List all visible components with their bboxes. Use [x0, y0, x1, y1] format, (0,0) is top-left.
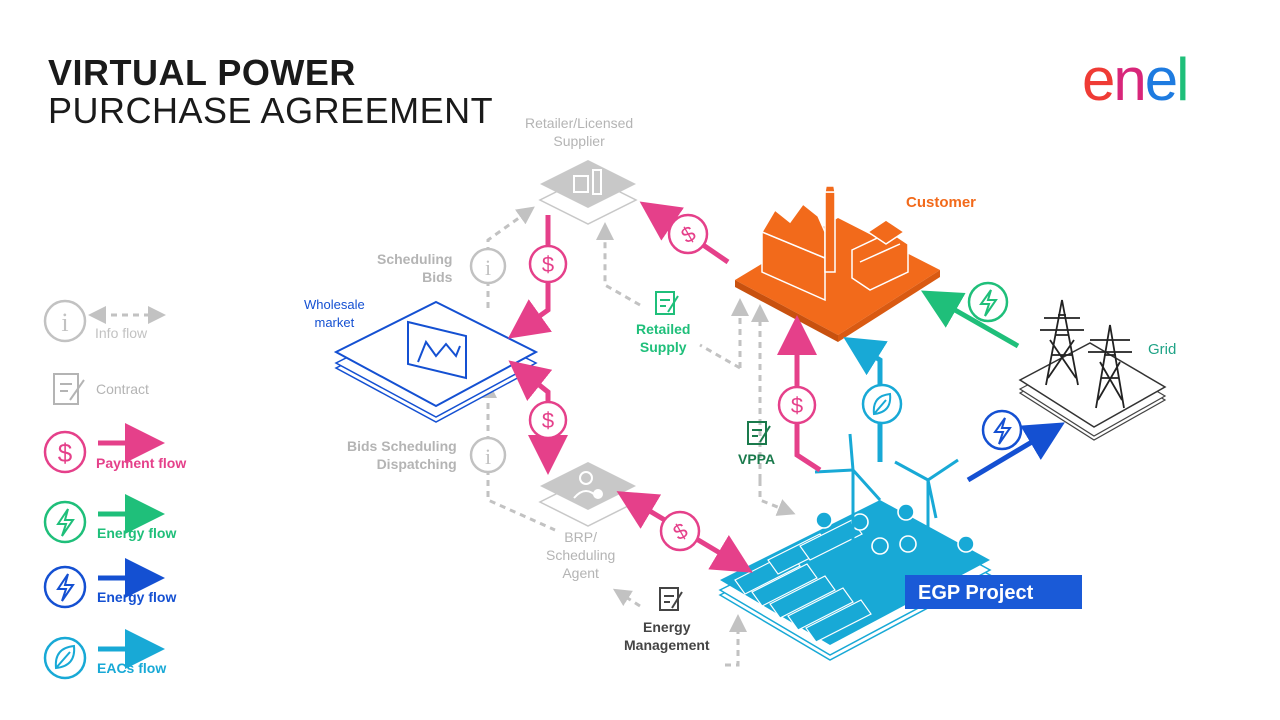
person-icon [579, 471, 593, 485]
svg-text:i: i [485, 255, 491, 280]
bids-scheduling-line1: Bids Scheduling [347, 438, 457, 454]
energy-management-label: Energy Management [624, 618, 710, 654]
eacs-icon [861, 383, 903, 425]
customer-label: Customer [906, 194, 977, 211]
svg-text:$: $ [542, 408, 554, 433]
wind-turbine-icon [814, 433, 959, 570]
brp-label-line2: Scheduling [546, 547, 616, 563]
info-icon-2: i [469, 436, 507, 474]
retailer-label-line2: Supplier [553, 133, 605, 149]
brp-label-line3: Agent [562, 565, 599, 581]
page-title-line2: PURCHASE AGREEMENT [48, 90, 494, 131]
legend-contract: Contract [96, 381, 149, 397]
retailed-supply-label: Retailed Supply [636, 320, 690, 356]
grid-node [1018, 299, 1167, 441]
scheduling-bids-label: Scheduling Bids [377, 250, 452, 286]
info-flow-arrows [479, 206, 796, 667]
market-chart-icon [407, 320, 467, 380]
egp-project-label: EGP Project [918, 582, 1034, 604]
tree-icon [815, 503, 975, 555]
legend-graphics: i $ [43, 299, 166, 680]
legend-eacs-icon [43, 629, 165, 680]
eacs-flow-arrow [843, 337, 888, 462]
svg-text:enel: enel [1082, 46, 1187, 113]
energy-flow-blue-arrow [966, 422, 1065, 483]
wholesale-label-line2: market [314, 315, 355, 330]
legend-energy-green-icon [43, 494, 165, 544]
legend-eacs-flow: EACs flow [97, 660, 167, 676]
retailer-label: Retailer/Licensed Supplier [525, 114, 633, 150]
contract-icon-energy-mgmt [659, 587, 683, 611]
enel-logo: enel [1082, 46, 1189, 113]
contract-icon-retailed [655, 291, 679, 315]
svg-text:$: $ [791, 393, 803, 418]
transmission-tower-icon [1040, 299, 1132, 409]
brp-label: BRP/ Scheduling Agent [546, 528, 615, 582]
scheduling-bids-line1: Scheduling [377, 251, 453, 267]
svg-text:$: $ [58, 438, 73, 468]
bids-scheduling-label: Bids Scheduling Dispatching [347, 437, 457, 473]
svg-text:i: i [485, 444, 491, 469]
egp-label-bg [905, 575, 1082, 609]
wholesale-market-node [333, 300, 539, 423]
legend-energy-flow-blue: Energy flow [97, 589, 177, 605]
legend-info-flow: Info flow [95, 325, 148, 341]
brp-node [538, 462, 638, 527]
scheduling-bids-line2: Bids [422, 269, 453, 285]
legend-energy-flow-green: Energy flow [97, 525, 177, 541]
legend-payment-icon: $ [43, 423, 165, 474]
grid-label: Grid [1148, 341, 1177, 358]
legend-info-icon: i [43, 299, 166, 343]
energy-management-line1: Energy [643, 619, 691, 635]
solar-panel-icon [734, 519, 872, 643]
info-icon-1: i [469, 247, 507, 285]
payment-icon-4: $ [659, 510, 701, 552]
payment-icon-1: $ [528, 244, 568, 284]
svg-text:$: $ [542, 252, 554, 277]
wholesale-label-line1: Wholesale [304, 297, 365, 312]
retailer-label-line1: Retailer/Licensed [525, 115, 634, 131]
payment-icon-2: $ [528, 400, 568, 440]
retailed-supply-line2: Supply [639, 339, 687, 355]
retailed-supply-line1: Retailed [636, 321, 691, 337]
energy-flow-green-arrow [920, 290, 1020, 349]
energy-blue-icon [981, 409, 1023, 451]
energy-green-icon [967, 281, 1009, 323]
plug-icon [573, 175, 589, 193]
legend-contract-icon [53, 373, 85, 405]
payment-icon-5: $ [777, 385, 817, 425]
svg-text:i: i [61, 308, 68, 337]
retailer-node [538, 160, 638, 225]
contract-icon-vppa [747, 421, 771, 445]
payment-icon-3: $ [667, 213, 709, 255]
page-title-line1: VIRTUAL POWER [48, 52, 356, 93]
customer-factory [735, 185, 940, 342]
wholesale-label: Wholesale market [304, 296, 365, 332]
energy-management-line2: Management [624, 637, 710, 653]
legend-energy-blue-icon [43, 558, 165, 609]
egp-project-node [718, 433, 1082, 661]
bids-scheduling-line2: Dispatching [376, 456, 457, 472]
vppa-label: VPPA [738, 451, 776, 467]
legend-payment-flow: Payment flow [96, 455, 187, 471]
brp-label-line1: BRP/ [564, 529, 597, 545]
